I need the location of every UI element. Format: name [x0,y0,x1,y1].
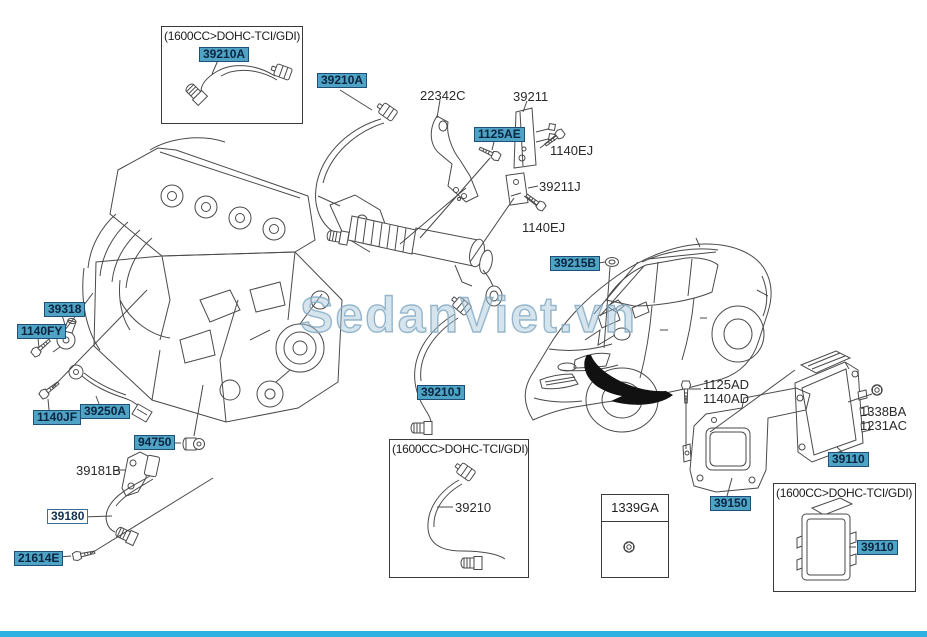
part-label-39180[interactable]: 39180 [47,509,89,524]
grommet-39215b [605,257,619,267]
nut-1338ba-icon [871,384,883,396]
o2-sensor-inset-bottom [427,459,506,570]
leader-lines [37,57,873,558]
inset-variant-title: (1600CC>DOHC-TCI/GDI) [392,442,529,456]
bolt-21614e-icon [71,547,97,562]
part-label-39250a[interactable]: 39250A [80,404,131,419]
vehicle-illustration [524,237,772,433]
part-label-39211: 39211 [513,89,549,104]
part-label-39210-inset: 39210 [455,500,492,515]
part-label-1125ae[interactable]: 1125AE [474,127,525,142]
sensor-39250a [68,364,153,423]
bolt-1140fy-icon [29,336,54,359]
part-label-39110-inset[interactable]: 39110 [857,540,898,555]
bolt-1140ej-b-icon [523,190,548,213]
part-label-1140ej-b: 1140EJ [522,220,566,235]
part-label-22342c: 22342C [420,88,466,103]
inset-box-nut: 1339GA [601,494,669,578]
bottom-bar [0,631,927,637]
part-label-39210a-inset[interactable]: 39210A [199,47,250,62]
part-label-39110[interactable]: 39110 [828,452,869,467]
bolt-icons [29,127,692,562]
part-label-1338ba: 1338BA [860,404,907,419]
ecu-inset-illustration [796,497,857,581]
part-label-94750[interactable]: 94750 [134,435,176,450]
inset-box-bottom-middle: (1600CC>DOHC-TCI/GDI) [389,439,529,578]
part-label-39181b: 39181B [76,463,121,478]
o2-sensor-upstream [315,99,399,246]
plate-39211j [505,172,529,206]
part-label-39210j[interactable]: 39210J [417,385,466,400]
part-label-21614e[interactable]: 21614E [14,551,64,566]
nut-box-title: 1339GA [602,495,668,522]
location-arrow [584,355,673,405]
inset-variant-title: (1600CC>DOHC-TCI/GDI) [164,29,301,43]
o2-sensor-downstream [410,293,473,435]
exhaust-assembly [347,215,503,307]
part-label-1125ad: 1125AD [703,377,750,392]
part-label-1140ej-a: 1140EJ [550,143,594,158]
part-label-1140fy[interactable]: 1140FY [17,324,67,339]
inset-box-bottom-right: (1600CC>DOHC-TCI/GDI) [773,483,916,592]
part-label-39215b[interactable]: 39215B [550,256,601,271]
bolt-1125ae-icon [477,143,503,163]
part-label-39150[interactable]: 39150 [710,496,752,511]
switch-94750 [182,437,205,451]
o2-sensor-inset-top [182,61,294,106]
part-label-39210a[interactable]: 39210A [317,73,368,88]
sensor-39180-assembly [105,451,161,547]
part-label-39318[interactable]: 39318 [44,302,86,317]
ecu-bracket-39150 [682,387,811,493]
ecu-illustration [794,350,871,463]
inset-box-top-left: (1600CC>DOHC-TCI/GDI) [161,26,303,124]
part-label-1140ad: 1140AD [703,391,750,406]
part-label-39211j: 39211J [539,179,581,194]
engine-illustration [82,137,389,423]
part-label-1140jf[interactable]: 1140JF [33,410,82,425]
inset-variant-title: (1600CC>DOHC-TCI/GDI) [776,486,913,500]
bracket-22342c [430,115,479,203]
part-label-1231ac: 1231AC [860,418,907,433]
